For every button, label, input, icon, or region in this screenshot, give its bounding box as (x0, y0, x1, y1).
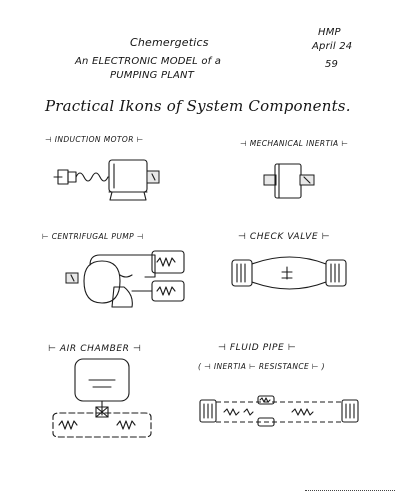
centrifugal-pump-icon (62, 245, 192, 320)
label-induction-motor: ⊣ INDUCTION MOTOR ⊢ (45, 135, 144, 144)
section-heading: Practical Ikons of System Components. (45, 97, 351, 115)
induction-motor-icon (52, 150, 167, 210)
label-air-chamber: ⊢ AIR CHAMBER ⊣ (48, 344, 142, 354)
pipe-detail-caption: ( ⊣ INERTIA ⊢ RESISTANCE ⊢ ) (198, 362, 325, 371)
footer-scan-mark (305, 490, 395, 491)
year-label: 59 (325, 59, 339, 70)
label-check-valve: ⊣ CHECK VALVE ⊢ (238, 232, 331, 242)
label-centrifugal-pump: ⊢ CENTRIFUGAL PUMP ⊣ (42, 232, 144, 241)
mechanical-inertia-icon (262, 158, 322, 208)
check-valve-icon (228, 254, 353, 296)
author-initials: HMP (318, 27, 341, 38)
air-chamber-icon (45, 355, 160, 450)
label-fluid-pipe: ⊣ FLUID PIPE ⊢ (218, 343, 297, 353)
document-title: Chemergetics (130, 36, 209, 49)
subtitle-line-1: An ELECTRONIC MODEL of a (75, 56, 222, 67)
label-mechanical-inertia: ⊣ MECHANICAL INERTIA ⊢ (240, 139, 349, 148)
fluid-pipe-icon (196, 392, 361, 437)
subtitle-line-2: PUMPING PLANT (110, 70, 194, 81)
date-label: April 24 (312, 41, 353, 52)
